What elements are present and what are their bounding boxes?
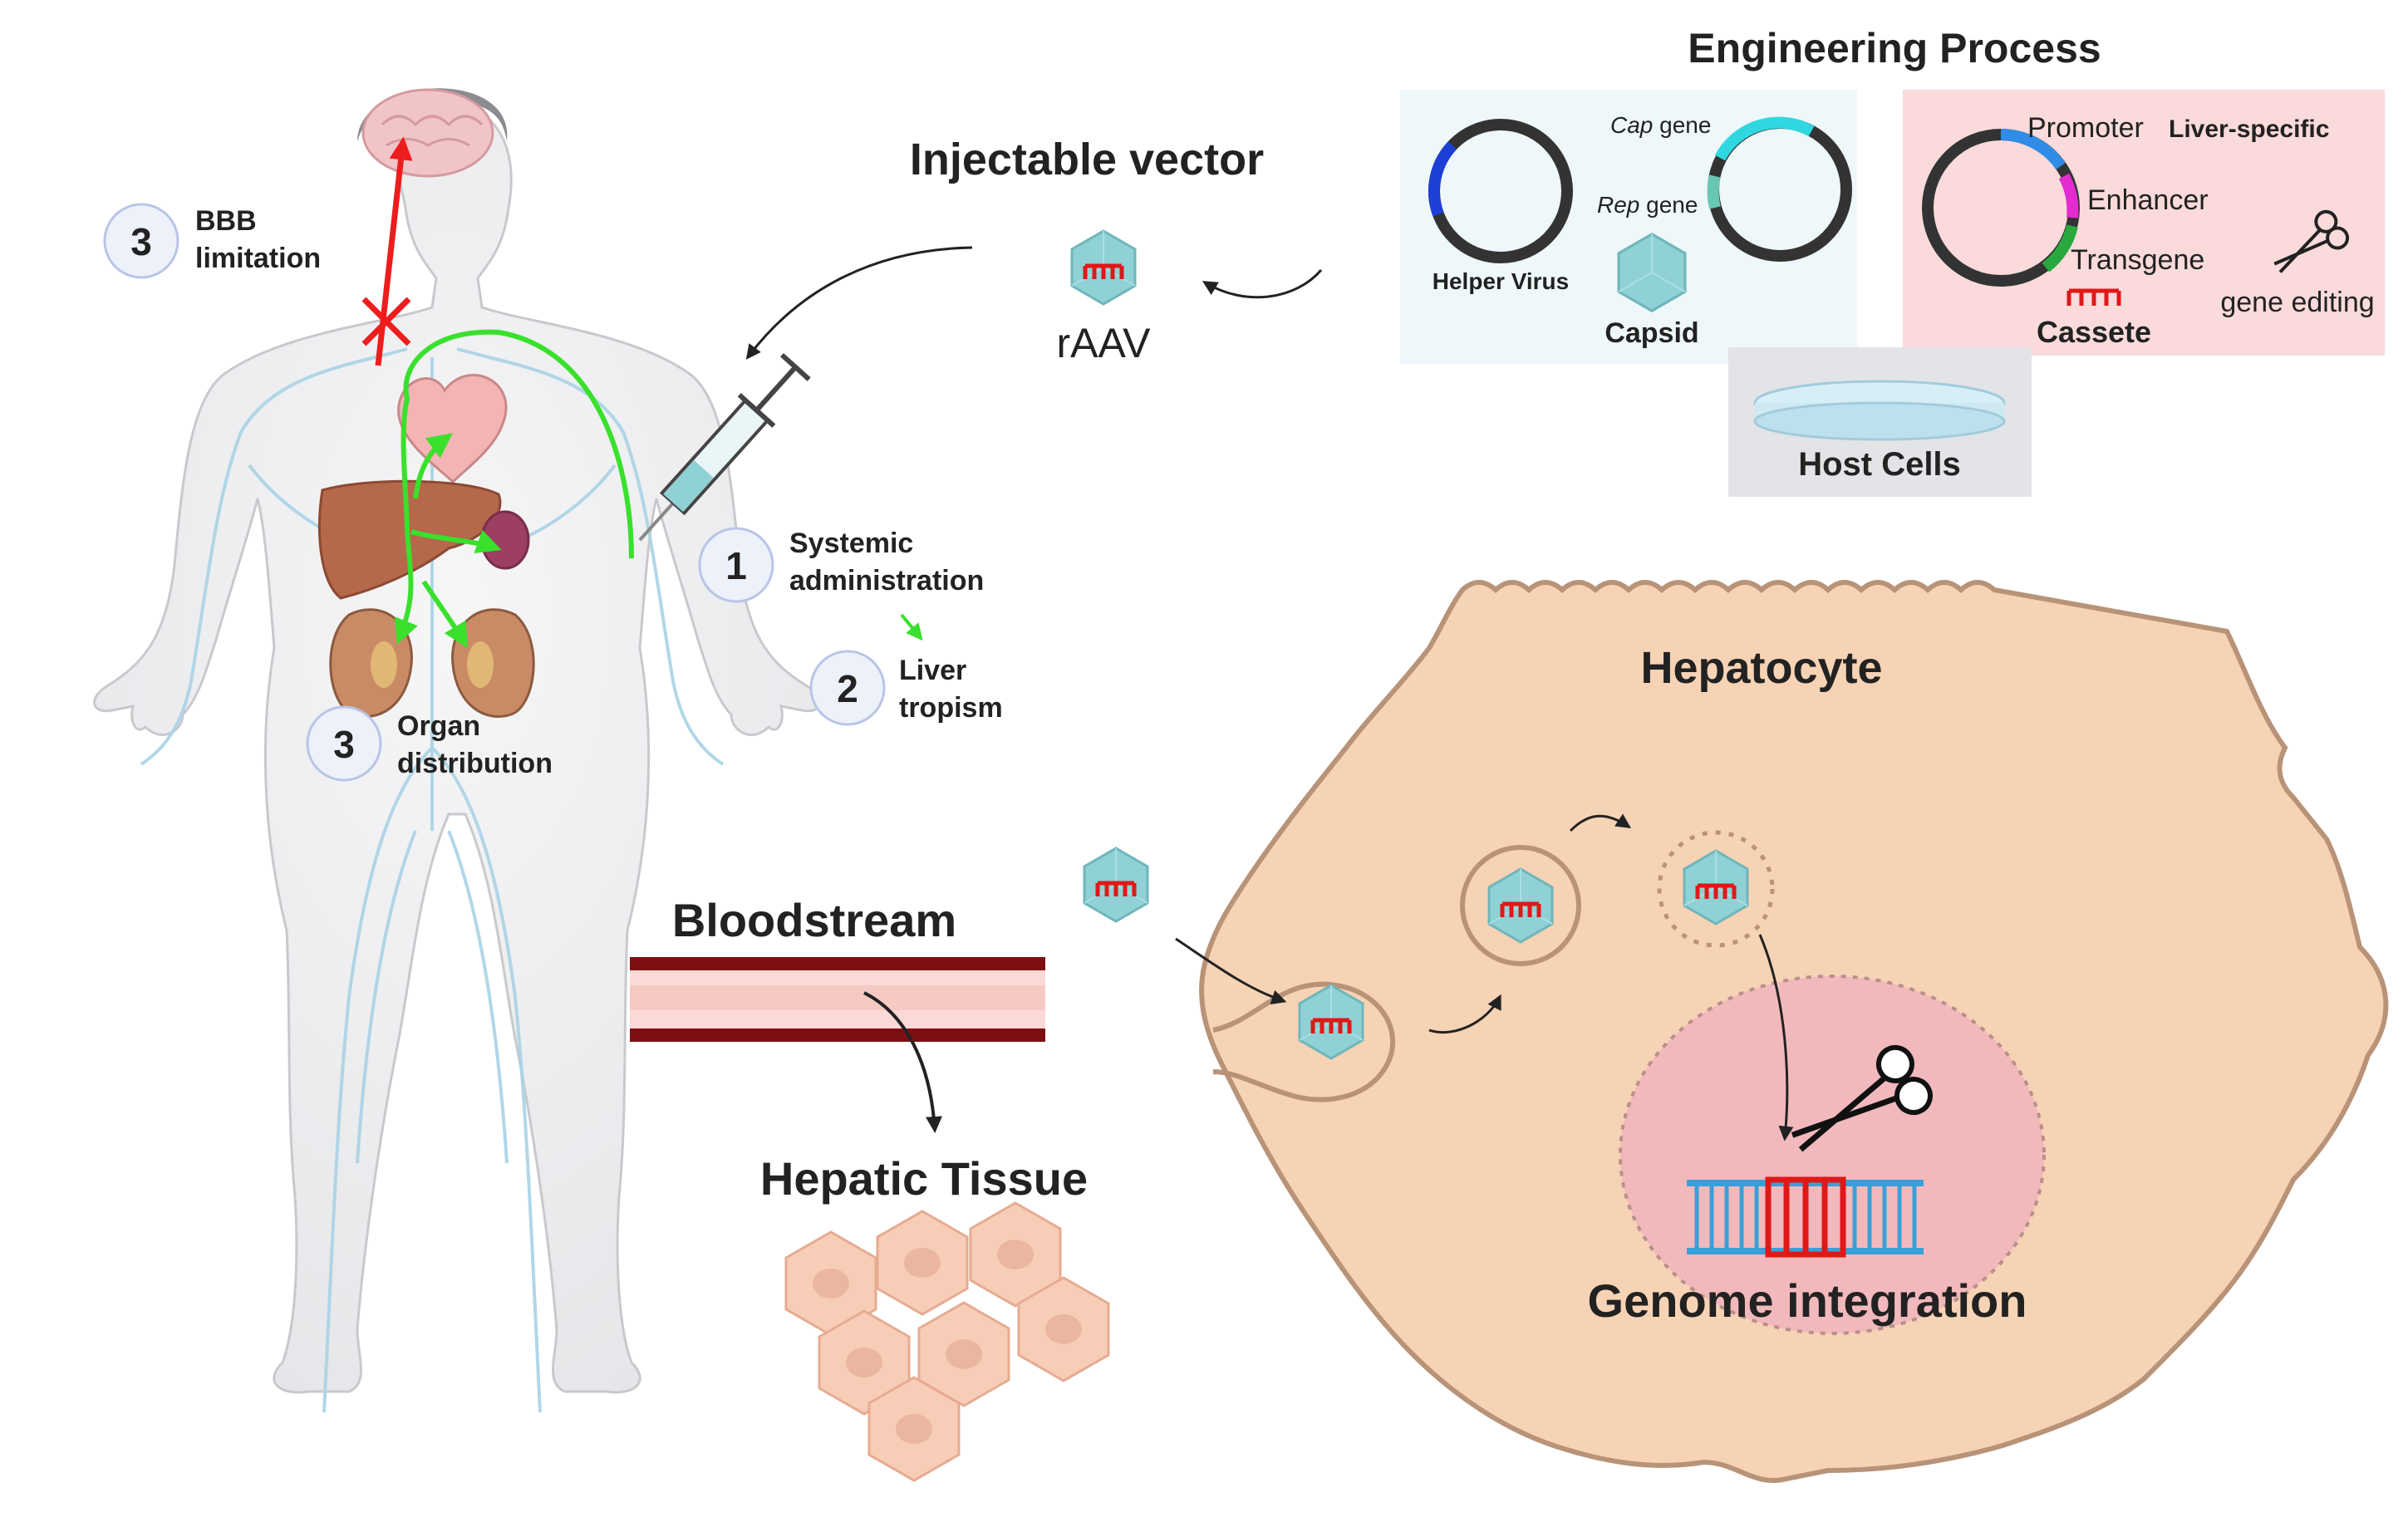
syringe-icon xyxy=(638,352,811,542)
svg-text:Liver: Liver xyxy=(899,655,966,686)
hepatic-tissue-cells xyxy=(784,1201,1110,1482)
enhancer-label: Enhancer xyxy=(2087,184,2209,216)
raav-vector-icon xyxy=(1072,231,1135,304)
free-aav-particle xyxy=(1084,848,1147,921)
svg-text:Host Cells: Host Cells xyxy=(1798,446,1961,483)
blood-vessel xyxy=(630,957,1045,1042)
endosome xyxy=(1460,845,1581,966)
hepatocyte-label: Hepatocyte xyxy=(1640,643,1882,693)
host-cells-panel: Host Cells xyxy=(1728,347,2032,497)
step-organ-distribution: 3 Organ distribution xyxy=(306,705,553,782)
endosome-escape xyxy=(1657,830,1775,948)
brain xyxy=(361,88,494,178)
arrow-engineering-to-vector xyxy=(1202,269,1323,299)
svg-text:3: 3 xyxy=(333,723,355,766)
engineering-left-panel: Helper Virus Cap gene Rep gene Capsid xyxy=(1400,90,1857,364)
genome-dna xyxy=(1687,1176,1924,1258)
step-liver-tropism: 2 Liver tropism xyxy=(809,650,1003,726)
engineering-right-panel: Promoter Liver-specific Enhancer Transge… xyxy=(1903,90,2385,356)
svg-text:Helper Virus: Helper Virus xyxy=(1433,268,1569,294)
svg-text:Cassete: Cassete xyxy=(2037,315,2151,349)
cap-gene-label: Cap gene xyxy=(1610,112,1711,138)
raav-label: rAAV xyxy=(1057,320,1152,366)
step-number: 3 xyxy=(130,220,152,263)
spleen xyxy=(480,510,530,570)
gene-editing-scissors-icon xyxy=(1791,1044,1933,1152)
cassette-icon xyxy=(2066,288,2121,306)
svg-text:distribution: distribution xyxy=(397,748,553,779)
svg-text:2: 2 xyxy=(837,667,858,710)
svg-text:tropism: tropism xyxy=(899,692,1003,724)
svg-text:limitation: limitation xyxy=(195,243,321,274)
step-bbb-limitation: 3 BBB limitation xyxy=(103,203,321,279)
svg-text:1: 1 xyxy=(725,544,747,587)
svg-text:administration: administration xyxy=(789,565,984,597)
liver-specific-label: Liver-specific xyxy=(2169,115,2329,143)
arrow-vector-to-body xyxy=(745,246,973,360)
capsid-icon xyxy=(1617,232,1687,313)
step-systemic-administration: 1 Systemic administration xyxy=(698,527,984,641)
scissors-icon xyxy=(2273,209,2350,273)
hepatic-tissue-label: Hepatic Tissue xyxy=(760,1152,1088,1205)
rep-gene-label: Rep gene xyxy=(1597,192,1698,218)
svg-text:Organ: Organ xyxy=(397,710,480,742)
human-body-illustration xyxy=(93,88,821,1413)
promoter-label: Promoter xyxy=(2027,112,2144,144)
svg-text:BBB: BBB xyxy=(195,205,257,237)
transgene-label: Transgene xyxy=(2071,244,2204,276)
bloodstream-label: Bloodstream xyxy=(672,894,956,946)
engineering-title: Engineering Process xyxy=(1688,25,2101,71)
svg-text:gene editing: gene editing xyxy=(2220,287,2374,318)
injectable-vector-title: Injectable vector xyxy=(910,135,1264,184)
genome-integration-label: Genome integration xyxy=(1588,1274,2027,1327)
svg-text:Capsid: Capsid xyxy=(1605,317,1698,349)
arrow-to-hepatic-tissue xyxy=(863,991,942,1133)
bbb-block-cross xyxy=(361,297,411,346)
kidneys xyxy=(329,608,535,718)
svg-text:Systemic: Systemic xyxy=(789,528,913,559)
